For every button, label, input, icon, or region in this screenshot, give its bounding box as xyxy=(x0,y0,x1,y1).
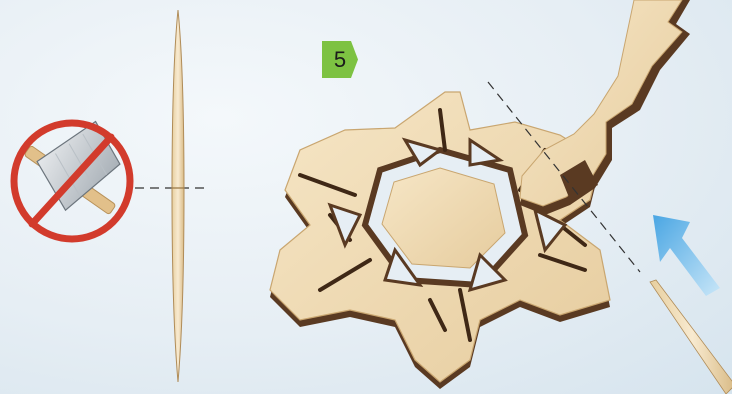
insert-direction-arrow xyxy=(653,215,720,296)
snowflake-part xyxy=(270,92,610,389)
step-badge: 5 xyxy=(322,41,358,78)
branch-part xyxy=(520,0,690,215)
step-number: 5 xyxy=(322,41,358,78)
toothpick-icon xyxy=(172,10,184,382)
stick-bottom-right xyxy=(650,280,732,394)
no-knife-icon xyxy=(14,118,130,239)
